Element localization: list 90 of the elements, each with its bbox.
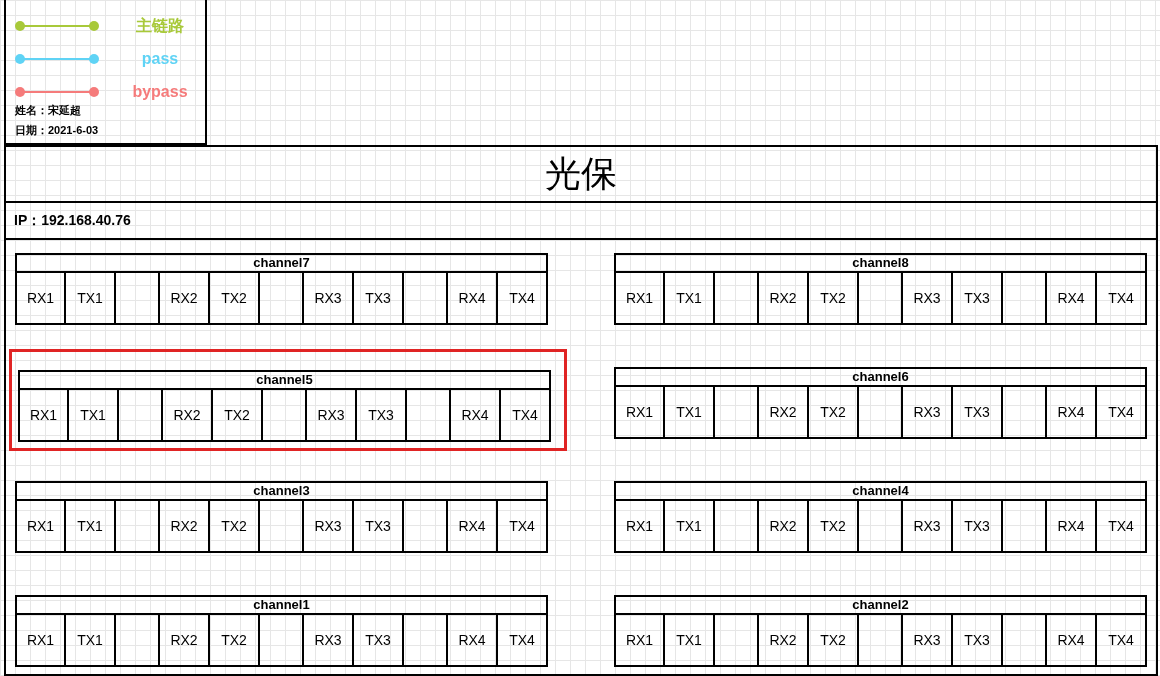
channel-header: channel7: [17, 255, 546, 273]
channel-header: channel4: [616, 483, 1145, 501]
port-cell: RX4: [448, 273, 498, 323]
port-cell: RX3: [903, 273, 953, 323]
port-cell: TX1: [665, 501, 715, 551]
channel-header: channel8: [616, 255, 1145, 273]
channel-group: [15, 253, 548, 325]
port-cell: RX4: [448, 615, 498, 665]
port-cell: RX2: [759, 615, 809, 665]
port-cell: TX3: [354, 615, 404, 665]
port-cell: TX2: [213, 390, 263, 440]
port-cell: TX3: [953, 387, 1003, 437]
port-cell: RX3: [903, 501, 953, 551]
port-cell: TX4: [1097, 387, 1145, 437]
port-cell: TX2: [210, 615, 260, 665]
port-cell: TX2: [210, 273, 260, 323]
port-cell: RX4: [448, 501, 498, 551]
port-cell: TX3: [953, 501, 1003, 551]
port-cell: TX3: [357, 390, 407, 440]
channel-group: [614, 595, 1147, 667]
port-cell: RX1: [17, 615, 66, 665]
channel-group: [18, 370, 551, 442]
port-cell: TX1: [66, 501, 116, 551]
port-cell: RX1: [17, 501, 66, 551]
channel-group: [614, 367, 1147, 439]
port-cell: TX4: [498, 501, 546, 551]
port-cell: RX1: [17, 273, 66, 323]
port-cell: RX1: [616, 615, 665, 665]
info-band: [4, 203, 1158, 240]
note-text: 日期：2021-6-03: [15, 123, 99, 138]
channel-header: channel2: [616, 597, 1145, 615]
port-cell: TX1: [665, 273, 715, 323]
port-cell: TX2: [809, 615, 859, 665]
port-cell: RX4: [1047, 501, 1097, 551]
port-cell: TX3: [953, 615, 1003, 665]
channel-header: channel1: [17, 597, 546, 615]
port-cell: RX4: [1047, 615, 1097, 665]
port-cell: TX1: [66, 615, 116, 665]
port-cell: TX4: [498, 273, 546, 323]
port-cell: TX2: [210, 501, 260, 551]
port-cell: RX4: [451, 390, 501, 440]
port-cell: TX1: [69, 390, 119, 440]
port-cell: TX3: [953, 273, 1003, 323]
port-cell: TX2: [809, 501, 859, 551]
note-text: 姓名：宋延超: [15, 103, 81, 118]
port-cell: TX1: [665, 615, 715, 665]
port-cell: RX2: [160, 615, 210, 665]
port-cell: RX3: [307, 390, 357, 440]
title-text: 光保: [545, 156, 617, 192]
port-cell: RX2: [163, 390, 213, 440]
port-cell: RX2: [160, 273, 210, 323]
port-cell: RX1: [616, 273, 665, 323]
port-cell: RX3: [304, 615, 354, 665]
port-cell: RX1: [616, 501, 665, 551]
port-cell: RX3: [903, 387, 953, 437]
port-cell: TX4: [498, 615, 546, 665]
port-cell: TX4: [1097, 501, 1145, 551]
title-band: [4, 145, 1158, 203]
port-cell: RX2: [759, 501, 809, 551]
legend-text: pass: [140, 49, 180, 69]
port-cell: RX3: [304, 501, 354, 551]
port-cell: RX4: [1047, 273, 1097, 323]
port-cell: RX4: [1047, 387, 1097, 437]
port-cell: TX2: [809, 387, 859, 437]
port-cell: TX1: [66, 273, 116, 323]
port-cell: RX3: [304, 273, 354, 323]
port-cell: RX3: [903, 615, 953, 665]
channel-header: channel5: [20, 372, 549, 390]
port-cell: RX2: [160, 501, 210, 551]
port-cell: TX3: [354, 273, 404, 323]
port-cell: TX4: [1097, 615, 1145, 665]
port-cell: RX2: [759, 387, 809, 437]
channel-header: channel6: [616, 369, 1145, 387]
channel-group: [15, 595, 548, 667]
channel-group: [15, 481, 548, 553]
ip-address: IP：192.168.40.76: [14, 211, 131, 230]
port-cell: TX1: [665, 387, 715, 437]
port-cell: RX2: [759, 273, 809, 323]
port-cell: RX1: [616, 387, 665, 437]
channel-group: [614, 481, 1147, 553]
port-cell: RX1: [20, 390, 69, 440]
channel-header: channel3: [17, 483, 546, 501]
port-cell: TX3: [354, 501, 404, 551]
legend-text: bypass: [131, 82, 189, 102]
highlight-frame: [9, 349, 567, 451]
channel-group: [614, 253, 1147, 325]
legend-text: 主链路: [135, 16, 185, 36]
port-cell: TX4: [501, 390, 549, 440]
port-cell: TX2: [809, 273, 859, 323]
port-cell: TX4: [1097, 273, 1145, 323]
